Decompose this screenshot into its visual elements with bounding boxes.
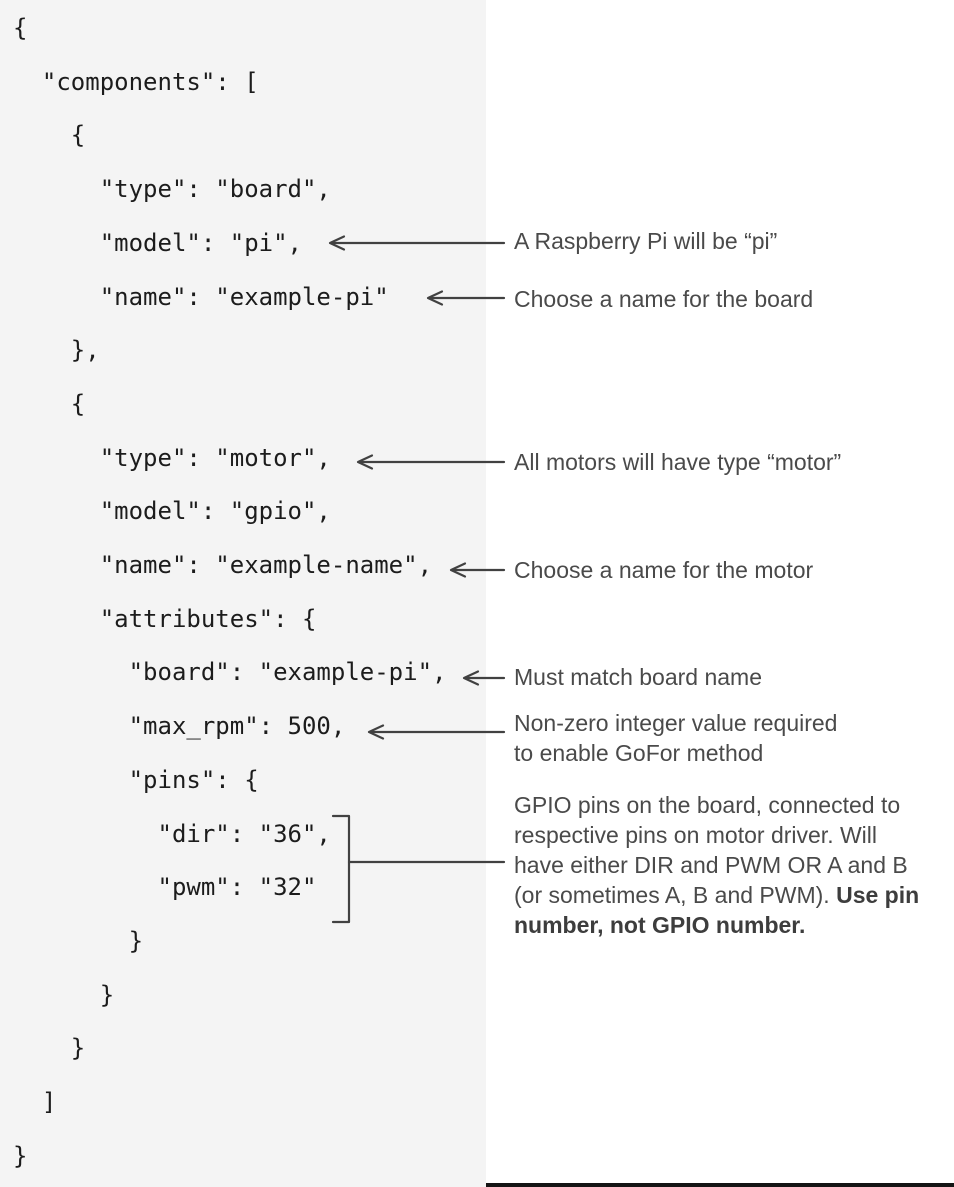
annotation-text: to enable GoFor method: [514, 740, 764, 766]
annotation-line: Must match board name: [514, 662, 762, 692]
annotation-line: A Raspberry Pi will be “pi”: [514, 226, 777, 256]
annotation-line: Non-zero integer value required: [514, 708, 837, 738]
annotation-motor-name: Choose a name for the motor: [514, 555, 813, 585]
annotation-text: have either DIR and PWM OR A and B: [514, 852, 908, 878]
annotation-text: respective pins on motor driver. Will: [514, 822, 878, 848]
annotation-raspberry-pi-model: A Raspberry Pi will be “pi”: [514, 226, 777, 256]
annotation-line: have either DIR and PWM OR A and B: [514, 850, 919, 880]
annotation-line: GPIO pins on the board, connected to: [514, 790, 919, 820]
annotation-text: Choose a name for the motor: [514, 557, 814, 583]
annotation-text: (or sometimes A, B and PWM).: [514, 882, 837, 908]
annotation-line: (or sometimes A, B and PWM). Use pin: [514, 880, 919, 910]
code-panel: [0, 0, 486, 1187]
bottom-divider: [486, 1183, 954, 1187]
annotation-max-rpm: Non-zero integer value required to enable…: [514, 708, 837, 768]
annotation-board-name: Choose a name for the board: [514, 284, 813, 314]
annotation-gpio-pins: GPIO pins on the board, connected to resp…: [514, 790, 919, 940]
annotation-text: Choose a name for the board: [514, 286, 814, 312]
annotation-line: to enable GoFor method: [514, 738, 837, 768]
annotation-motor-type: All motors will have type “motor”: [514, 447, 841, 477]
json-code: { "components": [ { "type": "board", "mo…: [13, 14, 447, 1170]
annotation-text-bold: Use pin: [836, 882, 920, 908]
annotation-text: A Raspberry Pi will be “pi”: [514, 228, 778, 254]
annotation-line: Choose a name for the motor: [514, 555, 813, 585]
annotation-line: All motors will have type “motor”: [514, 447, 841, 477]
annotation-line: Choose a name for the board: [514, 284, 813, 314]
annotation-text: GPIO pins on the board, connected to: [514, 792, 901, 818]
annotation-text: Must match board name: [514, 664, 763, 690]
annotation-text-bold: number, not GPIO number.: [514, 912, 806, 938]
annotation-line: respective pins on motor driver. Will: [514, 820, 919, 850]
annotation-line: number, not GPIO number.: [514, 910, 919, 940]
annotation-text: All motors will have type “motor”: [514, 449, 842, 475]
annotation-text: Non-zero integer value required: [514, 710, 838, 736]
annotation-board-match: Must match board name: [514, 662, 762, 692]
